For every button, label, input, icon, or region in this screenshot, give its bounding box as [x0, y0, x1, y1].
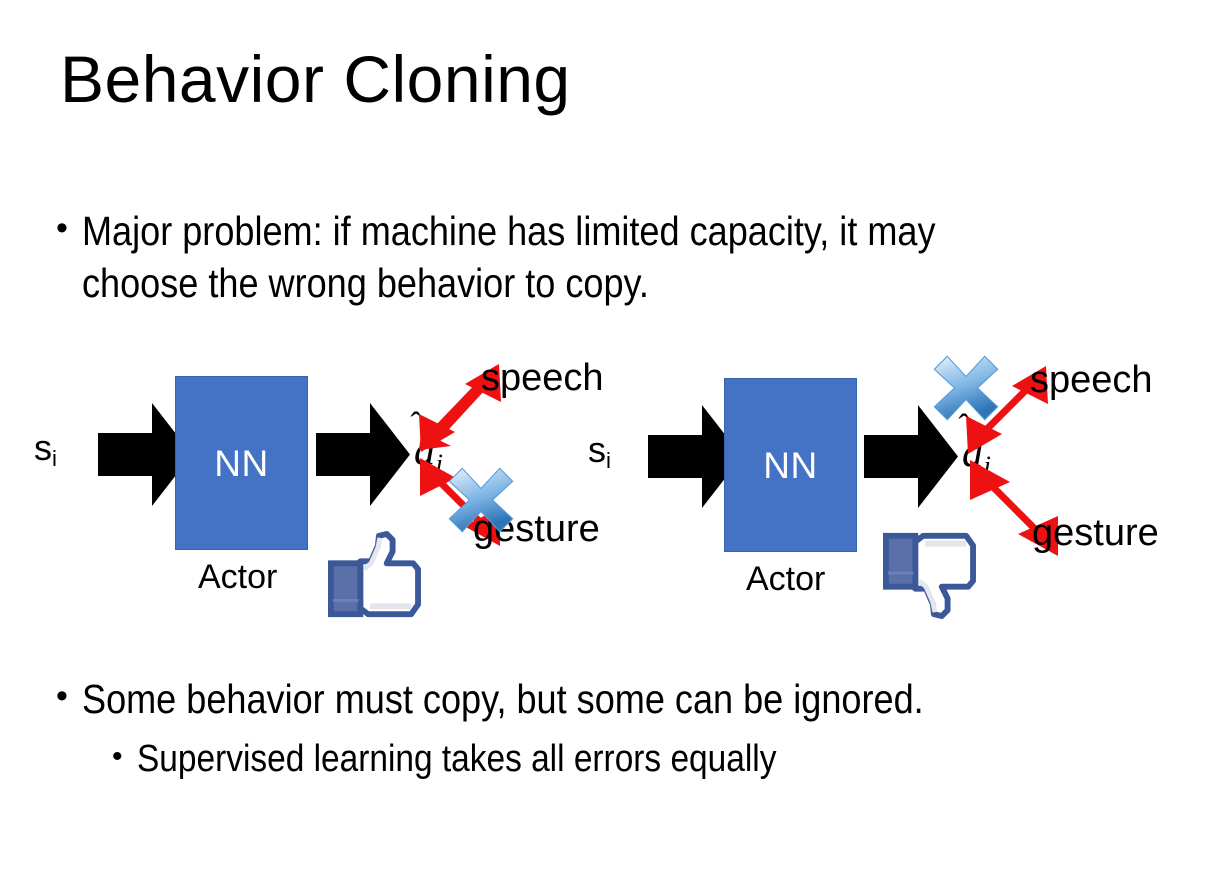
nn-box-label: NN — [763, 444, 818, 486]
bullet-text: Major problem: if machine has limited ca… — [81, 208, 936, 307]
actor-caption-left: Actor — [198, 558, 278, 596]
input-state-label-right: si — [588, 429, 611, 474]
nn-box-label: NN — [214, 442, 269, 484]
input-arrow-left-icon — [98, 397, 192, 512]
thumbs-down-icon — [880, 528, 978, 620]
branch-arrow-speech-left-icon — [415, 362, 507, 454]
nn-box-left: NN — [175, 376, 308, 550]
thumbs-up-icon — [325, 530, 423, 622]
branch-label-speech-left: speech — [481, 357, 604, 399]
branch-arrow-gesture-right-icon — [964, 458, 1064, 558]
bullet-major-problem: • Major problem: if machine has limited … — [56, 205, 1176, 310]
bullet-supervised-learning: • Supervised learning takes all errors e… — [112, 735, 1172, 784]
bullet-marker-icon: • — [56, 209, 68, 247]
page-title: Behavior Cloning — [60, 42, 571, 116]
branch-label-gesture-right: gesture — [1032, 512, 1159, 554]
cross-out-x-icon-speech-right — [930, 352, 1002, 424]
actor-caption-right: Actor — [746, 560, 826, 598]
bullet-some-behavior: • Some behavior must copy, but some can … — [56, 673, 1186, 725]
bullet-marker-icon: • — [56, 677, 68, 715]
input-arrow-right-icon — [648, 399, 742, 514]
bullet-text: Supervised learning takes all errors equ… — [136, 738, 776, 780]
cross-out-x-icon-gesture-left — [445, 464, 517, 536]
input-state-label-left: si — [34, 427, 57, 472]
diagram-panel-right: si NN Actor ̂ ai — [572, 352, 1192, 632]
nn-box-right: NN — [724, 378, 857, 552]
branch-arrow-speech-right-icon — [962, 364, 1054, 456]
bullet-marker-icon: • — [112, 740, 123, 773]
diagram-panel-left: si NN Actor ̂ ai — [18, 352, 628, 632]
bullet-text: Some behavior must copy, but some can be… — [81, 676, 924, 722]
output-arrow-left-icon — [316, 397, 410, 512]
output-arrow-right-icon — [864, 399, 958, 514]
branch-label-speech-right: speech — [1030, 359, 1153, 401]
